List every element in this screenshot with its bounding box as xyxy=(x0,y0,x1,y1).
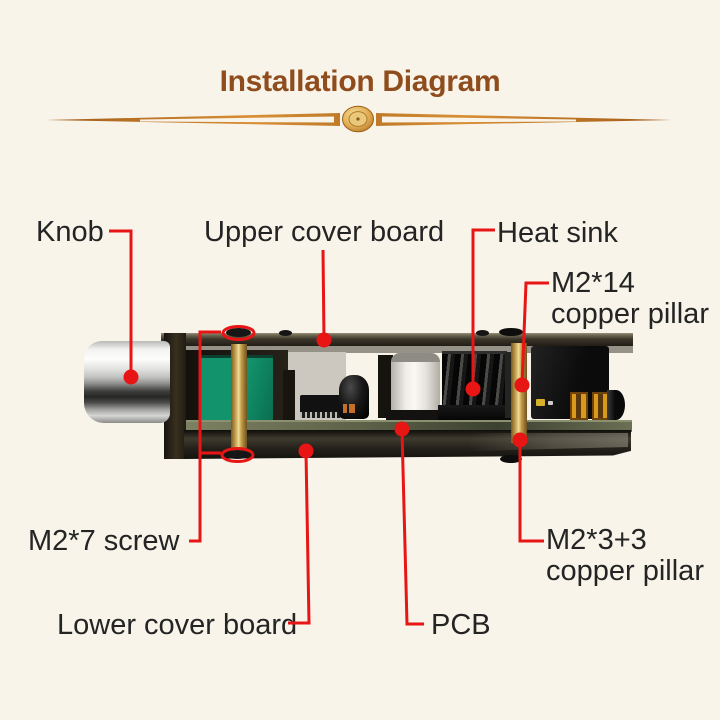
label-m2x3-3-line1: M2*3+3 xyxy=(546,524,647,556)
gold-terminal-left xyxy=(570,392,588,420)
page-title: Installation Diagram xyxy=(219,65,501,98)
screw-head-bottom-right xyxy=(500,455,522,463)
label-heat-sink: Heat sink xyxy=(497,217,618,249)
board-nub-small-a xyxy=(279,330,292,336)
label-m2x3-3-copper-pillar: M2*3+3 copper pillar xyxy=(546,525,704,587)
screw-head-top-left xyxy=(226,328,251,337)
label-m2x7-screw: M2*7 screw xyxy=(28,525,180,557)
copper-pillar-m2x14 xyxy=(511,343,527,443)
led-indicator xyxy=(536,399,545,406)
ic-chip xyxy=(300,395,342,416)
label-m2x14-line2: copper pillar xyxy=(551,298,709,330)
volume-knob xyxy=(84,341,170,423)
jack-cylinder xyxy=(607,390,625,420)
label-m2x3-3-line2: copper pillar xyxy=(546,555,704,587)
label-lower-cover-board: Lower cover board xyxy=(57,609,298,641)
screw-head-bottom-left xyxy=(225,450,250,459)
divider-medallion-dot xyxy=(356,117,360,121)
heat-sink-base xyxy=(438,405,516,421)
label-m2x14-copper-pillar: M2*14 copper pillar xyxy=(551,268,709,330)
gold-divider xyxy=(46,105,672,133)
screw-head-top-right xyxy=(499,328,523,336)
capacitor-base xyxy=(386,410,445,422)
capacitor-body xyxy=(391,353,440,415)
divider-right-line-inner-stripe xyxy=(382,116,576,123)
ic-pins xyxy=(300,412,342,418)
board-nub-small-b xyxy=(476,330,489,336)
label-knob: Knob xyxy=(36,216,104,248)
lower-board-top-sheen xyxy=(470,433,628,451)
encoder-pins xyxy=(343,404,355,413)
upper-cover-board xyxy=(161,333,633,346)
led-dot xyxy=(548,401,553,405)
label-pcb: PCB xyxy=(431,609,491,641)
upper-board-shadow xyxy=(186,346,633,353)
component-black-bar xyxy=(283,370,295,420)
cavity-shadow-right xyxy=(505,352,515,418)
label-upper-cover-board: Upper cover board xyxy=(204,216,445,248)
capacitor-top-rim xyxy=(391,353,440,362)
label-m2x14-line1: M2*14 xyxy=(551,267,635,299)
divider-left-line-inner-stripe xyxy=(140,116,334,123)
copper-pillar-m2x7 xyxy=(231,344,247,452)
capacitor-bracket xyxy=(378,355,393,418)
